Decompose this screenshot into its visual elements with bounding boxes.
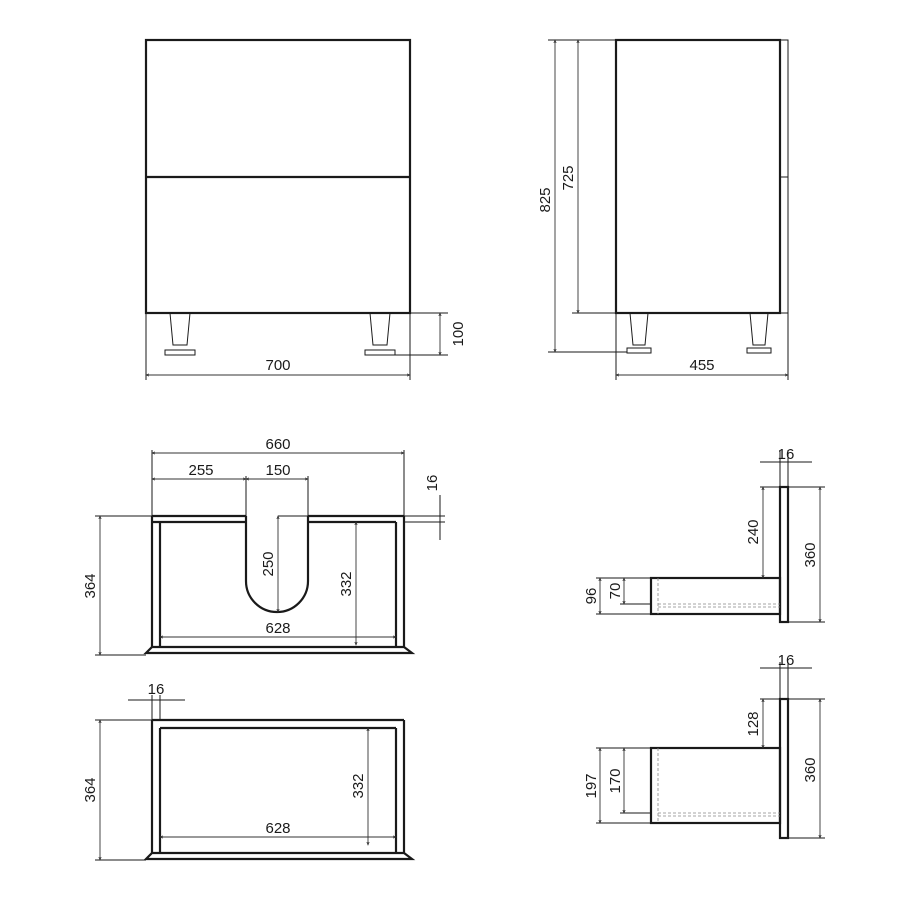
dim-inner-width: 628 bbox=[265, 620, 290, 637]
side-section-deep-drawer: 16 128 360 197 170 bbox=[583, 652, 825, 840]
dim-height: 360 bbox=[802, 757, 819, 782]
dim-total-height: 825 bbox=[537, 187, 554, 212]
dim-body-height: 725 bbox=[560, 165, 577, 190]
dim-outer: 197 bbox=[583, 773, 600, 798]
dim-inner-depth: 332 bbox=[350, 773, 367, 798]
dim-inner: 70 bbox=[607, 583, 624, 600]
dim-cutout-offset: 255 bbox=[188, 462, 213, 479]
dim-inner-width: 628 bbox=[265, 820, 290, 837]
dim-cutout-depth: 250 bbox=[260, 551, 277, 576]
dim-panel-thickness: 16 bbox=[778, 446, 795, 463]
dim-inner: 170 bbox=[607, 768, 624, 793]
dim-outer: 96 bbox=[583, 588, 600, 605]
dim-depth: 455 bbox=[689, 357, 714, 374]
dim-panel-thickness: 16 bbox=[148, 681, 165, 698]
dim-cutout-width: 150 bbox=[265, 462, 290, 479]
top-section-with-cutout: 660 255 150 16 364 250 332 628 bbox=[82, 436, 445, 655]
dim-section-depth: 364 bbox=[82, 777, 99, 802]
dim-section-depth: 364 bbox=[82, 573, 99, 598]
top-section-plain: 16 364 332 628 bbox=[82, 681, 416, 860]
dim-offset: 128 bbox=[745, 711, 762, 736]
dim-height: 360 bbox=[802, 542, 819, 567]
side-view: 825 725 455 bbox=[537, 38, 788, 380]
dim-leg-height: 100 bbox=[450, 321, 467, 346]
dim-width: 700 bbox=[265, 357, 290, 374]
dim-outer-width: 660 bbox=[265, 436, 290, 453]
dim-inner-depth: 332 bbox=[338, 571, 355, 596]
dim-panel-thickness: 16 bbox=[424, 475, 441, 492]
front-view: 700 100 bbox=[144, 38, 467, 380]
dim-panel-thickness: 16 bbox=[778, 652, 795, 669]
dim-offset: 240 bbox=[745, 519, 762, 544]
side-section-shallow-drawer: 16 240 360 96 70 bbox=[583, 446, 825, 624]
